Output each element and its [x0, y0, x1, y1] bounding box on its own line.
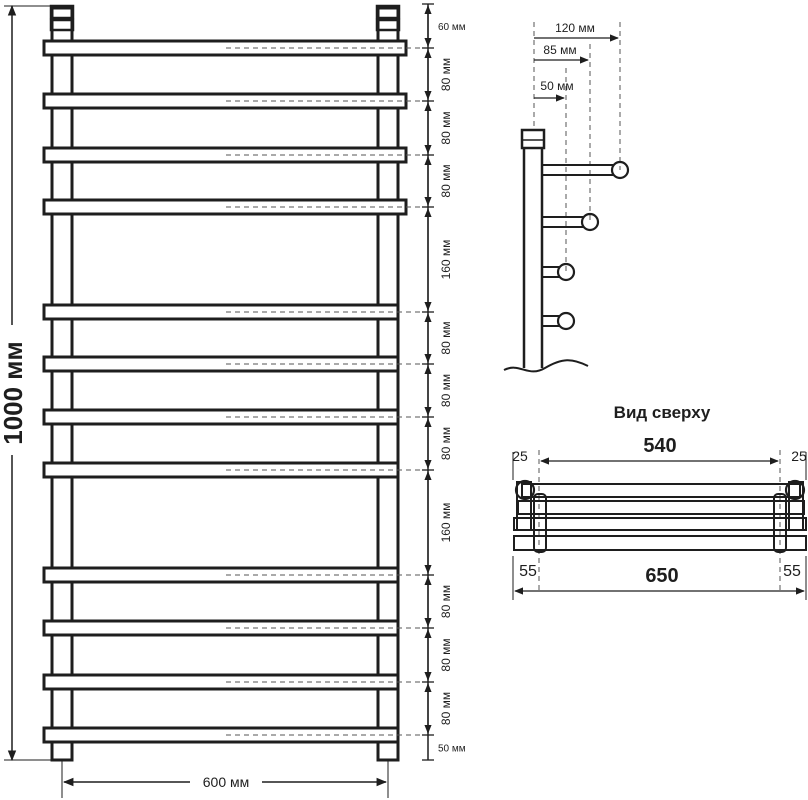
- spacing-label: 50 мм: [438, 744, 466, 755]
- side-rail-50-a: [542, 262, 576, 282]
- side-rail-50-b: [542, 311, 576, 331]
- spacing-label: 60 мм: [438, 22, 466, 33]
- side-rail-85: [542, 212, 600, 232]
- left-top-fitting: [49, 4, 75, 32]
- left-upright: [50, 6, 74, 762]
- spacing-label: 80 мм: [439, 58, 453, 91]
- right-bottom-offset-label: 55: [783, 563, 801, 580]
- spacing-dimension-chain: [422, 3, 434, 761]
- spacing-guides: [226, 47, 426, 736]
- top-rail-4: [513, 535, 807, 551]
- right-top-fitting: [375, 4, 401, 32]
- side-view: 120 мм 85 мм 50 мм: [503, 21, 630, 373]
- height-dimension: 1000 мм: [0, 4, 52, 762]
- crossbar: [42, 146, 408, 164]
- height-label: 1000 мм: [0, 341, 28, 445]
- top-rail-3: [513, 517, 807, 531]
- spacing-label: 160 мм: [439, 240, 453, 280]
- spacing-labels: 60 мм 80 мм 80 мм 80 мм 160 мм 80 мм 80 мм 80 м…: [438, 22, 466, 755]
- right-top-offset-label: 25: [791, 448, 807, 464]
- top-right-post: [773, 479, 806, 553]
- offset-label-85: 85 мм: [543, 43, 576, 57]
- right-upright: [376, 6, 400, 762]
- top-rail-1: [521, 483, 801, 498]
- top-view: Вид сверху 540 25 25 650 55: [512, 403, 807, 600]
- spacing-label: 80 мм: [439, 638, 453, 671]
- width-label: 600 мм: [203, 774, 250, 790]
- left-bottom-offset-label: 55: [519, 563, 537, 580]
- width-dimension: 600 мм: [61, 760, 389, 798]
- side-top-cap: [520, 128, 546, 150]
- spacing-label: 80 мм: [439, 321, 453, 354]
- spacing-label: 80 мм: [439, 585, 453, 618]
- left-top-offset-label: 25: [512, 448, 528, 464]
- side-rail-120: [542, 160, 630, 180]
- crossbars: [42, 39, 408, 744]
- spacing-label: 80 мм: [439, 374, 453, 407]
- crossbar: [42, 92, 408, 110]
- spacing-label: 80 мм: [439, 427, 453, 460]
- spacing-label: 80 мм: [439, 111, 453, 144]
- crossbar: [42, 198, 408, 216]
- spacing-label: 160 мм: [439, 503, 453, 543]
- inner-width-label: 540: [643, 435, 676, 457]
- outer-width-label: 650: [645, 565, 678, 587]
- crossbar: [42, 39, 408, 57]
- top-left-post: [514, 479, 547, 553]
- side-break-line: [503, 359, 589, 373]
- offset-label-50: 50 мм: [540, 79, 573, 93]
- top-view-title: Вид сверху: [614, 403, 711, 422]
- offset-label-120: 120 мм: [555, 21, 595, 35]
- spacing-label: 80 мм: [439, 692, 453, 725]
- top-rail-2: [517, 500, 805, 515]
- front-view: 60 мм 80 мм 80 мм 80 мм 160 мм 80 мм 80 мм 80 м…: [0, 3, 466, 798]
- spacing-label: 80 мм: [439, 164, 453, 197]
